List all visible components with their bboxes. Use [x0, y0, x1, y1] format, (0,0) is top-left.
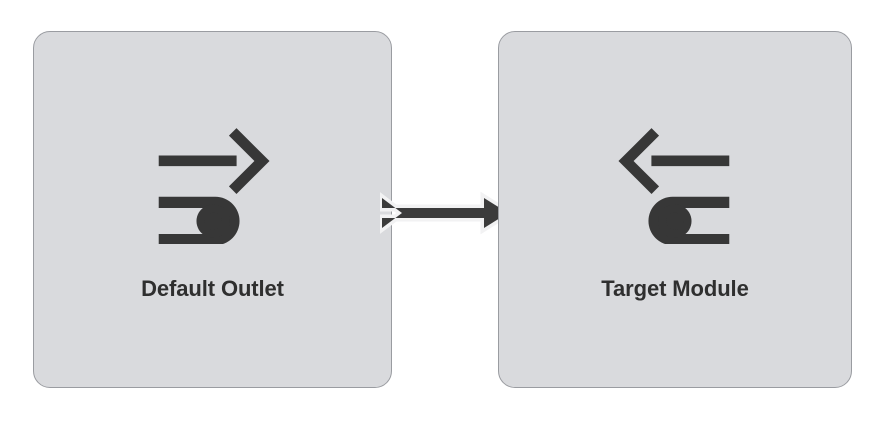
- edge-body: [382, 198, 508, 228]
- outlet-redirect-icon: [158, 127, 270, 244]
- module-redirect-icon: [618, 127, 730, 244]
- node-target-module[interactable]: Target Module: [498, 31, 852, 388]
- node-label: Target Module: [601, 275, 749, 301]
- edge-outline: [380, 191, 512, 235]
- node-label: Default Outlet: [141, 275, 284, 301]
- node-default-outlet[interactable]: Default Outlet: [33, 31, 392, 388]
- edge-source-to-target: [380, 191, 512, 235]
